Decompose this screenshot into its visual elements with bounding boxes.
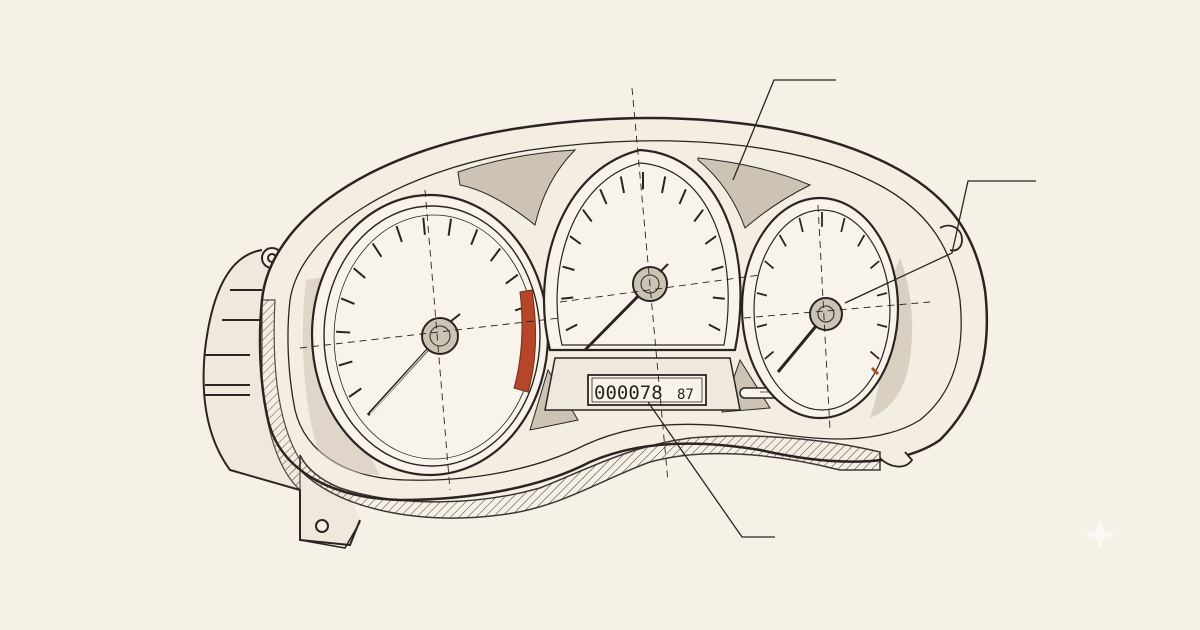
- odometer-window: [587, 374, 707, 406]
- callout-odometer: [647, 401, 775, 538]
- left-gauge-hub: [421, 317, 459, 355]
- callout-right-warning-panel: [732, 79, 836, 181]
- right-gauge-tick: [857, 234, 866, 247]
- left-gauge-tick: [395, 225, 403, 243]
- center-gauge-tick: [599, 188, 608, 205]
- left-gauge-tick: [336, 330, 351, 334]
- bezel-hatched-left: [261, 299, 301, 492]
- odometer: 000078 87: [587, 374, 707, 406]
- right-gauge-tick: [764, 350, 775, 360]
- center-gauge-ticks: [561, 172, 725, 332]
- left-gauge-ticks: [336, 217, 530, 398]
- left-gauge-tick: [338, 360, 353, 367]
- left-gauge-tick: [489, 247, 502, 262]
- right-gauge: [740, 196, 900, 420]
- left-gauge-tick: [422, 217, 426, 235]
- construction-lines: [299, 87, 931, 491]
- right-gauge-tick: [778, 234, 787, 247]
- center-gauge-tick: [712, 296, 725, 300]
- center-gauge-tick: [661, 176, 667, 194]
- center-gauge-tick: [708, 323, 721, 332]
- left-gauge: [310, 193, 550, 477]
- right-gauge-ticks: [756, 212, 888, 360]
- center-gauge-tick: [711, 265, 724, 271]
- left-gauge-tick: [470, 229, 479, 246]
- odometer-tail-digits: 87: [677, 387, 694, 403]
- center-gauge-tick: [704, 235, 717, 245]
- left-gauge-tick: [348, 387, 362, 398]
- left-gauge-tick: [340, 297, 355, 305]
- center-gauge-tick: [561, 296, 574, 300]
- left-gauge-tick: [505, 273, 519, 285]
- center-gauge-tick: [562, 265, 575, 271]
- right-gauge-tick: [756, 292, 768, 297]
- center-gauge-tick: [619, 176, 625, 194]
- callout-right-gauge-hub: [844, 180, 1036, 304]
- left-gauge-tick: [353, 267, 366, 279]
- right-gauge-tick: [876, 323, 888, 328]
- left-warning-panel: [457, 149, 577, 226]
- right-gauge-tick: [798, 217, 804, 233]
- left-gauge-redline: [513, 289, 536, 393]
- center-gauge-tick: [569, 235, 582, 245]
- right-gauge-tick: [840, 217, 846, 233]
- sparkle-icon: [1084, 518, 1116, 550]
- right-gauge-tick: [869, 350, 880, 360]
- callout-lines: [647, 79, 1036, 538]
- bezel-hatched-section: [299, 435, 881, 519]
- right-gauge-tick: [764, 260, 775, 270]
- right-gauge-tick: [876, 292, 888, 297]
- right-gauge-hub: [809, 297, 843, 331]
- left-gauge-tick: [371, 242, 383, 258]
- odometer-main-digits: 000078: [594, 382, 663, 404]
- cluster-glass: [287, 140, 962, 481]
- center-gauge-tick: [693, 209, 704, 223]
- center-gauge-tick: [582, 209, 593, 223]
- right-gauge-tick: [869, 260, 880, 270]
- right-gauge-red-mark: [870, 366, 880, 376]
- left-gauge-tick: [447, 218, 452, 236]
- right-warning-panel: [697, 157, 812, 229]
- right-gauge-tick: [756, 323, 768, 328]
- center-gauge-tick: [565, 323, 578, 332]
- center-gauge-tick: [678, 188, 687, 205]
